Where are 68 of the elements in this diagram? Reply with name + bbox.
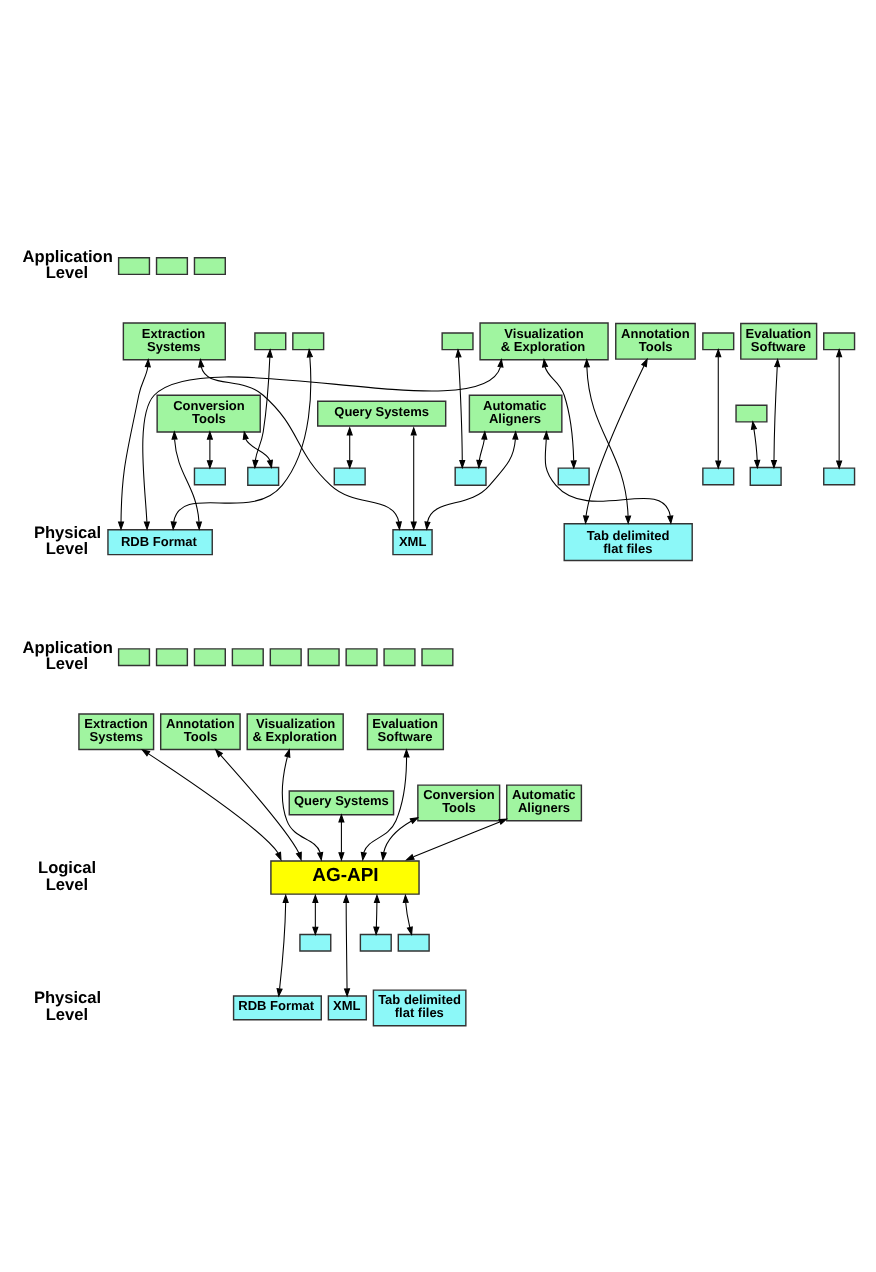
node-box — [247, 465, 280, 485]
node-box — [155, 256, 189, 275]
arrow — [252, 347, 274, 469]
node-box — [702, 331, 735, 350]
arrow — [835, 347, 843, 469]
arrow — [380, 816, 420, 861]
node-box — [454, 465, 487, 485]
node-box — [307, 647, 340, 666]
node-box — [254, 331, 287, 350]
arrow — [338, 812, 345, 861]
arrow — [583, 357, 632, 524]
arrow — [142, 357, 504, 530]
node-box — [299, 932, 332, 951]
node-box — [333, 466, 366, 485]
arrow — [242, 429, 274, 469]
arrow — [206, 429, 214, 469]
arrow — [770, 356, 781, 469]
node-box — [117, 256, 151, 275]
node-box — [117, 647, 151, 666]
arrow — [360, 747, 410, 861]
node-box — [735, 403, 768, 422]
node-box — [397, 932, 430, 951]
arrow — [281, 747, 324, 861]
arrow — [455, 347, 466, 469]
node-box — [269, 647, 302, 666]
arrow — [541, 357, 577, 469]
label: Logical Level — [38, 856, 97, 893]
arrow — [750, 419, 761, 469]
arrow — [346, 425, 353, 469]
arrow — [476, 429, 488, 469]
node-box — [193, 466, 226, 485]
node-box — [441, 331, 474, 350]
arrow — [117, 357, 151, 530]
node-box — [359, 932, 392, 951]
node-box — [823, 331, 856, 350]
arrow — [170, 347, 314, 530]
arrow — [405, 817, 508, 860]
arrow — [198, 357, 402, 530]
node-box: AG-API — [270, 859, 420, 894]
arrow — [141, 747, 282, 861]
label: Physical Level — [33, 986, 102, 1024]
arrow — [410, 425, 417, 530]
node-box — [421, 647, 454, 666]
node-box — [193, 256, 226, 275]
arrow — [582, 356, 648, 524]
node-box — [345, 647, 378, 666]
arrow — [214, 747, 302, 861]
node-box — [823, 466, 856, 485]
arrow — [342, 892, 351, 997]
arrow — [373, 892, 381, 935]
node-box — [292, 331, 325, 350]
arrow — [171, 429, 203, 530]
label: Physical Level — [33, 520, 102, 558]
label: Application Level — [22, 635, 113, 673]
node-box — [749, 465, 782, 485]
arrow — [424, 429, 519, 530]
arrow — [276, 892, 289, 997]
arrow — [715, 347, 722, 469]
node-box — [155, 647, 189, 666]
arrow — [402, 892, 413, 935]
arrow — [312, 892, 319, 935]
node-box — [557, 466, 590, 485]
node-box — [383, 647, 416, 666]
label: Application Level — [22, 244, 113, 282]
node-box — [702, 466, 735, 485]
arrow — [543, 429, 674, 524]
node-box — [193, 647, 226, 666]
node-box — [231, 647, 264, 666]
